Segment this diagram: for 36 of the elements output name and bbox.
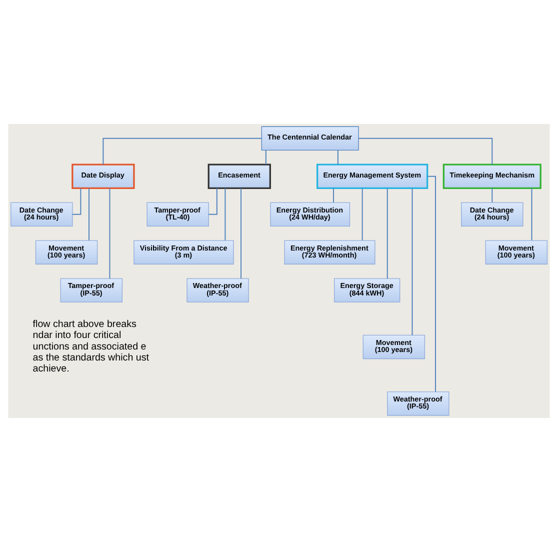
connector (492, 188, 493, 203)
connector (72, 188, 82, 215)
connector (337, 150, 338, 165)
node-box: Weather-proof (IP-55) (186, 278, 249, 302)
node-box: The Centennial Calendar (261, 126, 359, 151)
node-box: Movement (100 years) (485, 240, 548, 264)
connector (102, 138, 262, 166)
node-box: Movement (100 years) (362, 334, 426, 360)
node-box: Energy Distribution (24 WH/day) (270, 202, 350, 226)
node-box: Visibility From a Distance (3 m) (134, 240, 234, 264)
node-box: Date Display (72, 164, 135, 189)
node-box: Energy Replenishment (723 WH/month) (284, 240, 376, 264)
node-box: Encasement (208, 164, 271, 189)
node-box: Energy Storage (844 kWH) (334, 278, 400, 302)
node-box: Energy Management System (316, 164, 428, 189)
connector (333, 188, 334, 203)
connector (240, 188, 242, 279)
connector (88, 188, 90, 241)
node-box: Movement (100 years) (35, 240, 98, 264)
connector (208, 188, 218, 215)
connector (412, 188, 413, 336)
connector (224, 188, 226, 241)
connector (386, 188, 388, 279)
connector (109, 188, 110, 279)
label: flow chart above breaks ndar into four critical unctions and associated e as the standards which ust achieve. (32, 318, 149, 375)
node-box: Tamper-proof (IP-55) (60, 278, 122, 302)
node-box: Date Change (24 hours) (10, 202, 73, 226)
node-box: Weather-proof (IP-55) (387, 391, 450, 416)
connector (358, 138, 493, 166)
connector (427, 176, 436, 392)
node-box: Tamper-proof (TL-40) (146, 202, 209, 226)
connector (265, 150, 266, 165)
node-box: Timekeeping Mechanism (442, 164, 542, 189)
connector (531, 188, 532, 241)
connector (362, 188, 363, 241)
node-box: Date Change (24 hours) (461, 202, 524, 226)
